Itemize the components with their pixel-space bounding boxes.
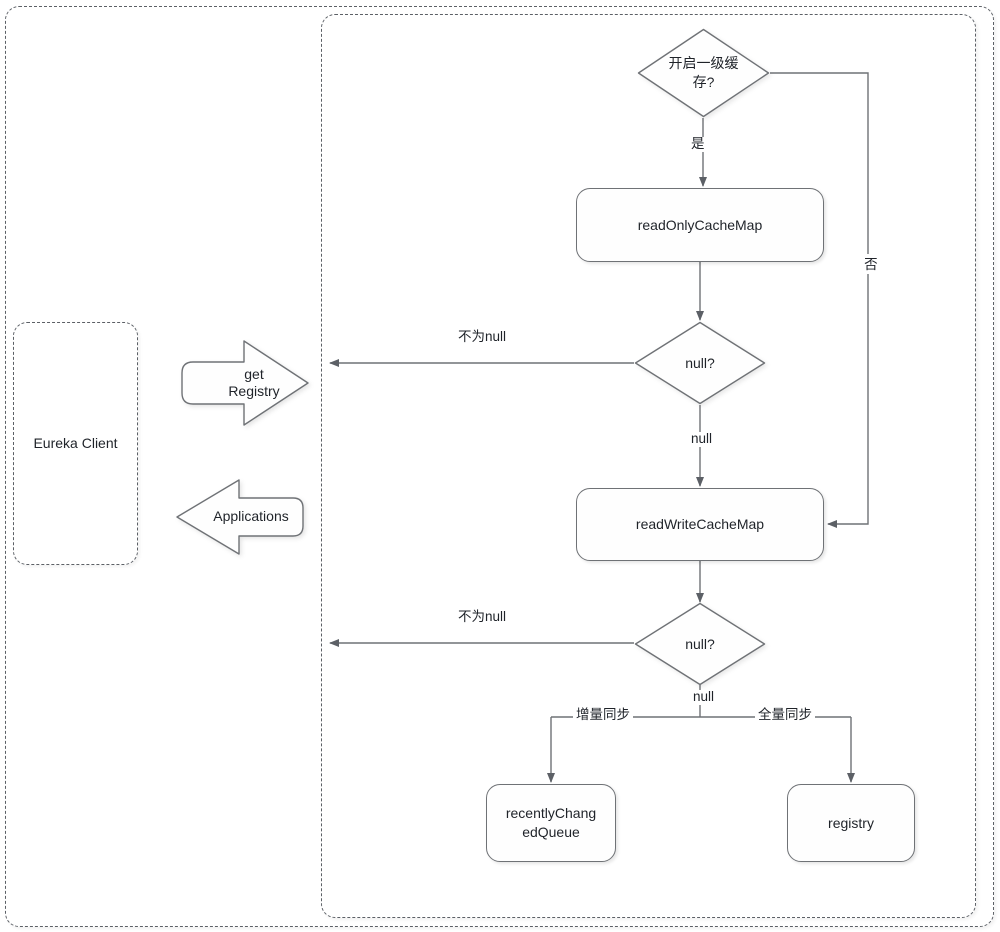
node-first-level-cache-decision[interactable]: 开启一级缓 存? — [637, 28, 770, 118]
node-recently-changed-queue-label: recentlyChang edQueue — [506, 804, 596, 842]
node-eureka-client-label: Eureka Client — [33, 435, 118, 452]
node-read-only-cache-map-label: readOnlyCacheMap — [637, 216, 763, 233]
eureka-server-region-container — [321, 14, 976, 918]
outer-region-container — [5, 6, 994, 927]
node-get-registry-arrow[interactable]: get Registry — [178, 338, 312, 428]
recently-changed-queue-line2: edQueue — [522, 824, 580, 840]
recently-changed-queue-line1: recentlyChang — [505, 805, 597, 822]
node-null-check-1[interactable]: null? — [634, 321, 766, 405]
node-first-level-cache-decision-label: 开启一级缓 存? — [637, 54, 770, 92]
diamond-shape-icon — [634, 602, 766, 686]
edge-label-not-null-2: 不为null — [455, 609, 510, 625]
node-read-only-cache-map[interactable]: readOnlyCacheMap — [576, 188, 824, 262]
diamond-shape-icon — [637, 28, 770, 118]
edge-label-incremental-sync: 增量同步 — [573, 707, 633, 723]
node-eureka-client[interactable]: Eureka Client — [13, 322, 138, 565]
node-read-write-cache-map-label: readWriteCacheMap — [635, 516, 765, 533]
node-applications-arrow[interactable]: Applications — [173, 477, 307, 557]
node-registry-label: registry — [828, 814, 874, 831]
edge-label-full-sync: 全量同步 — [755, 707, 815, 723]
edge-label-not-null-1: 不为null — [455, 329, 510, 345]
diamond-shape-icon — [634, 321, 766, 405]
edge-label-yes: 是 — [688, 136, 708, 152]
block-arrow-left-icon — [176, 479, 304, 555]
first-level-cache-line1: 开启一级缓 — [668, 55, 739, 72]
block-arrow-right-icon — [181, 340, 309, 426]
edge-label-null-1: null — [688, 431, 716, 447]
edge-label-no: 否 — [861, 254, 877, 274]
first-level-cache-line2: 存? — [692, 74, 715, 90]
node-read-write-cache-map[interactable]: readWriteCacheMap — [576, 488, 824, 561]
edge-label-null-2: null — [690, 689, 718, 705]
node-null-check-1-label: null? — [685, 354, 715, 371]
node-null-check-2-label: null? — [685, 635, 715, 652]
node-recently-changed-queue[interactable]: recentlyChang edQueue — [486, 784, 616, 862]
node-null-check-2[interactable]: null? — [634, 602, 766, 686]
node-registry[interactable]: registry — [787, 784, 915, 862]
